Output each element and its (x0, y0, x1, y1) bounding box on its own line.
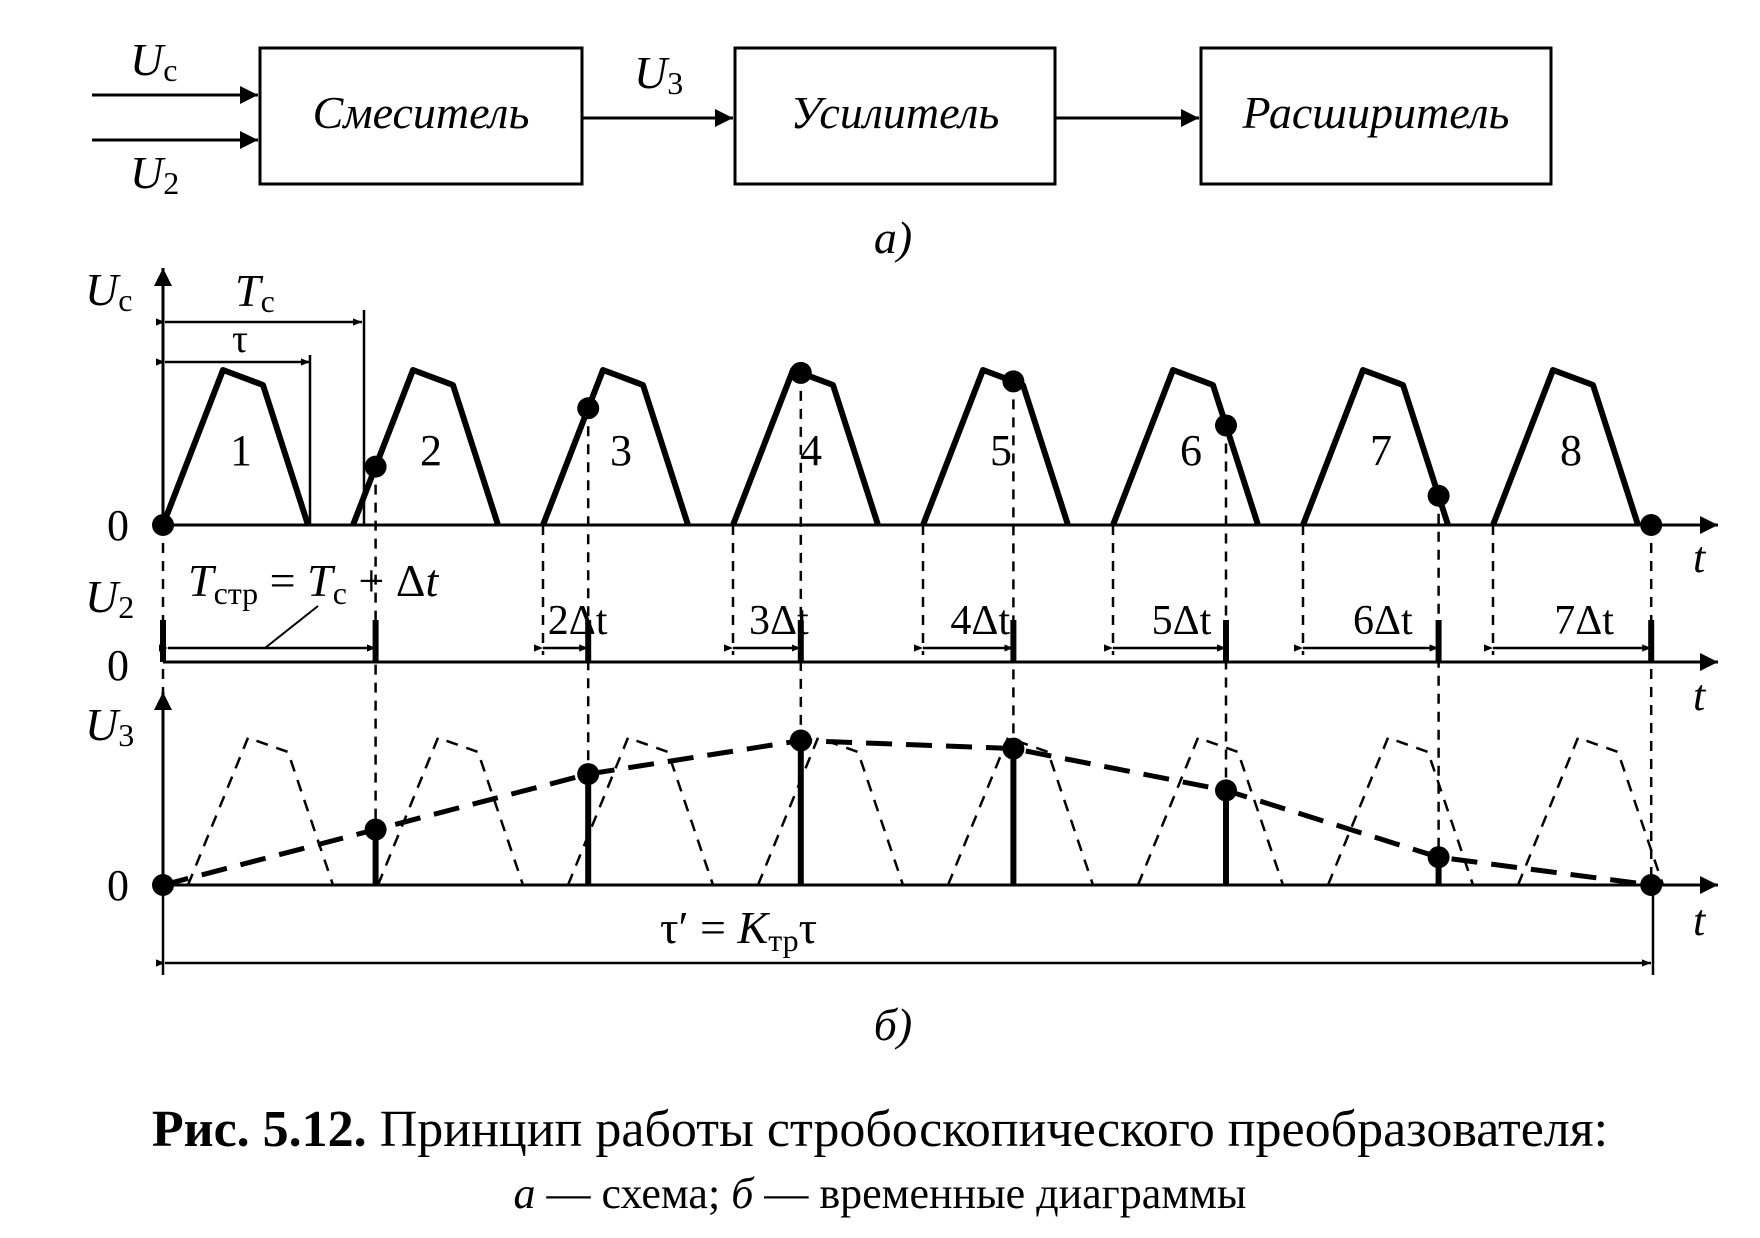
tau-label: τ (232, 316, 248, 361)
uc-pulse-4 (730, 367, 881, 527)
uc-sample-dot-8 (1640, 514, 1663, 536)
delay-label-7: 6Δt (1353, 598, 1413, 644)
uc-sample-dot-3 (577, 397, 600, 420)
caption-part-a: а (513, 1169, 536, 1218)
u3-t-label: t (1693, 896, 1707, 945)
delay-label-3: 2Δt (548, 598, 608, 644)
pulse-number-8: 8 (1560, 426, 1582, 475)
u3-axis-label: U3 (85, 699, 134, 753)
uc-pulse-5 (920, 367, 1071, 527)
u2-zero-label: 0 (107, 641, 129, 690)
period-label: Tс (235, 265, 275, 319)
delay-label-8: 7Δt (1554, 598, 1614, 644)
uc-sample-dot-5 (1002, 370, 1025, 393)
uc-pulse-6 (1110, 367, 1261, 527)
u3-sample-dot-6 (1215, 779, 1237, 802)
amplifier-label: Усилитель (791, 87, 1000, 138)
delay-label-6: 5Δt (1152, 598, 1212, 644)
u3-envelope-line (162, 738, 1652, 888)
u3-sample-dot-2 (364, 818, 387, 841)
pulse-number-3: 3 (610, 426, 632, 475)
dashed-extension-lines (161, 372, 1653, 885)
uc-zero-label: 0 (107, 501, 129, 550)
strobe-period-formula: Tстр = Tс + Δt (188, 555, 439, 611)
pulse-number-7: 7 (1370, 426, 1392, 475)
figure-caption-line-2: а — схема; б — временные диаграммы (0, 1168, 1760, 1219)
delay-dimension-markers: 2Δt 3Δt 4Δt 5Δt 6Δt 7Δt (534, 598, 1652, 652)
uc-pulse-2 (350, 367, 501, 527)
uc-sample-dot-6 (1215, 414, 1237, 437)
u3-ghost-pulse-6 (1136, 736, 1285, 886)
mixer-block (258, 46, 584, 186)
caption-part-b-text: — временные диаграммы (753, 1169, 1247, 1218)
u3-ghost-pulse-8 (1516, 736, 1665, 886)
figure-caption-line-1: Рис. 5.12. Принцип работы стробоскопичес… (0, 1100, 1760, 1159)
u3-envelope (162, 738, 1652, 888)
pulse-number-2: 2 (420, 426, 442, 475)
uc-sample-dot-4 (789, 361, 812, 384)
pulse-numbers: 1 2 3 4 5 6 7 8 (230, 426, 1582, 475)
input-label-u2: U2 (130, 147, 179, 201)
u3-zero-label: 0 (107, 861, 129, 910)
u2-axis-label: U2 (85, 571, 134, 625)
u3-ghost-pulse-4 (756, 736, 905, 886)
sample-dots (152, 361, 1663, 896)
caption-part-a-text: — схема; (535, 1169, 732, 1218)
input-label-uc: Uс (130, 34, 177, 88)
part-b-label: б) (874, 999, 912, 1050)
pulse-number-5: 5 (990, 426, 1012, 475)
figure-number: Рис. 5.12. (151, 1101, 367, 1158)
u3-ghost-pulse-7 (1326, 736, 1475, 886)
part-a-label: а) (874, 212, 912, 263)
block-diagram: Uс U2 Смеситель U3 Усилитель Расширитель… (92, 34, 1553, 263)
uc-axis-label: Uс (85, 264, 132, 318)
delay-label-5: 4Δt (950, 598, 1010, 644)
uc-pulse-8 (1490, 367, 1641, 527)
uc-sample-dot-1 (152, 514, 174, 536)
mixer-label: Смеситель (313, 87, 530, 138)
u3-sample-bars (372, 740, 1442, 885)
u3-sample-dot-5 (1002, 737, 1025, 760)
u3-ghost-pulse-1 (186, 736, 335, 886)
uc-pulse-7 (1300, 367, 1451, 527)
uc-pulse-3 (540, 367, 691, 527)
timing-diagrams: Uс 0 t U2 0 t U3 0 t Tс τ Tстр = Tс + Δt… (85, 264, 1718, 1050)
delay-label-4: 3Δt (749, 598, 809, 644)
u2-strobe-pulses (160, 620, 1655, 662)
amplifier-block (733, 46, 1057, 186)
pulse-number-4: 4 (800, 426, 822, 475)
expander-block (1199, 46, 1553, 186)
uc-pulse-1 (160, 367, 311, 527)
uc-t-label: t (1693, 533, 1707, 582)
uc-sample-dot-7 (1427, 484, 1450, 507)
caption-part-b: б (731, 1169, 754, 1218)
u3-sample-dot-3 (577, 763, 600, 786)
u3-sample-dot-8 (1640, 874, 1663, 896)
uc-sample-dot-2 (364, 455, 387, 478)
uc-signal-pulses (160, 367, 1641, 527)
figure-title: Принцип работы стробоскопического преобр… (366, 1101, 1609, 1158)
u2-t-label: t (1693, 671, 1707, 720)
link-label-u3: U3 (634, 47, 683, 101)
u3-sample-dot-4 (789, 729, 812, 752)
pulse-number-1: 1 (230, 426, 252, 475)
stretch-formula: τ′ = Kтрτ (660, 902, 817, 958)
expander-label: Расширитель (1242, 87, 1510, 138)
pulse-number-6: 6 (1180, 426, 1202, 475)
u3-sample-dot-7 (1427, 846, 1450, 869)
strobe-formula-leader (264, 605, 319, 649)
